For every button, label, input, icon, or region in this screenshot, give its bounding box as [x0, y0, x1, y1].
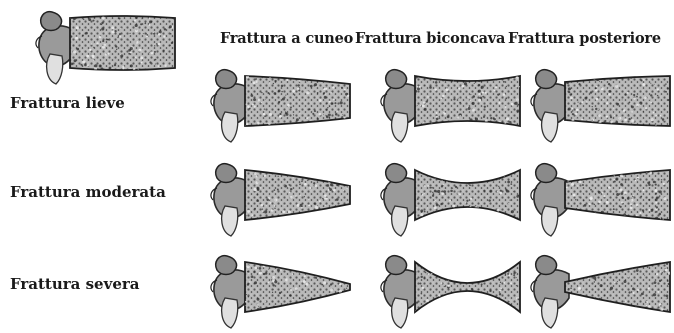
- normal-vertebra-illustration: [30, 8, 180, 86]
- vertebra-crush-mild: [525, 66, 674, 144]
- vertebra-biconcave-severe: [375, 252, 525, 330]
- row-label-severe-fracture: Frattura severa: [10, 275, 140, 293]
- row-label-mild-fracture: Frattura lieve: [10, 94, 125, 112]
- vertebra-biconcave-mild: [375, 66, 525, 144]
- row-label-moderate-fracture: Frattura moderata: [10, 183, 166, 201]
- vertebra-crush-moderate: [525, 160, 674, 238]
- column-header-wedge-fracture: Frattura a cuneo: [220, 30, 353, 47]
- vertebra-wedge-moderate: [205, 160, 355, 238]
- vertebra-biconcave-moderate: [375, 160, 525, 238]
- column-header-biconcave-fracture: Frattura biconcava: [355, 30, 505, 47]
- vertebra-wedge-severe: [205, 252, 355, 330]
- column-header-crush-fracture: Frattura posteriore: [508, 30, 661, 47]
- vertebra-wedge-mild: [205, 66, 355, 144]
- vertebra-crush-severe: [525, 252, 674, 330]
